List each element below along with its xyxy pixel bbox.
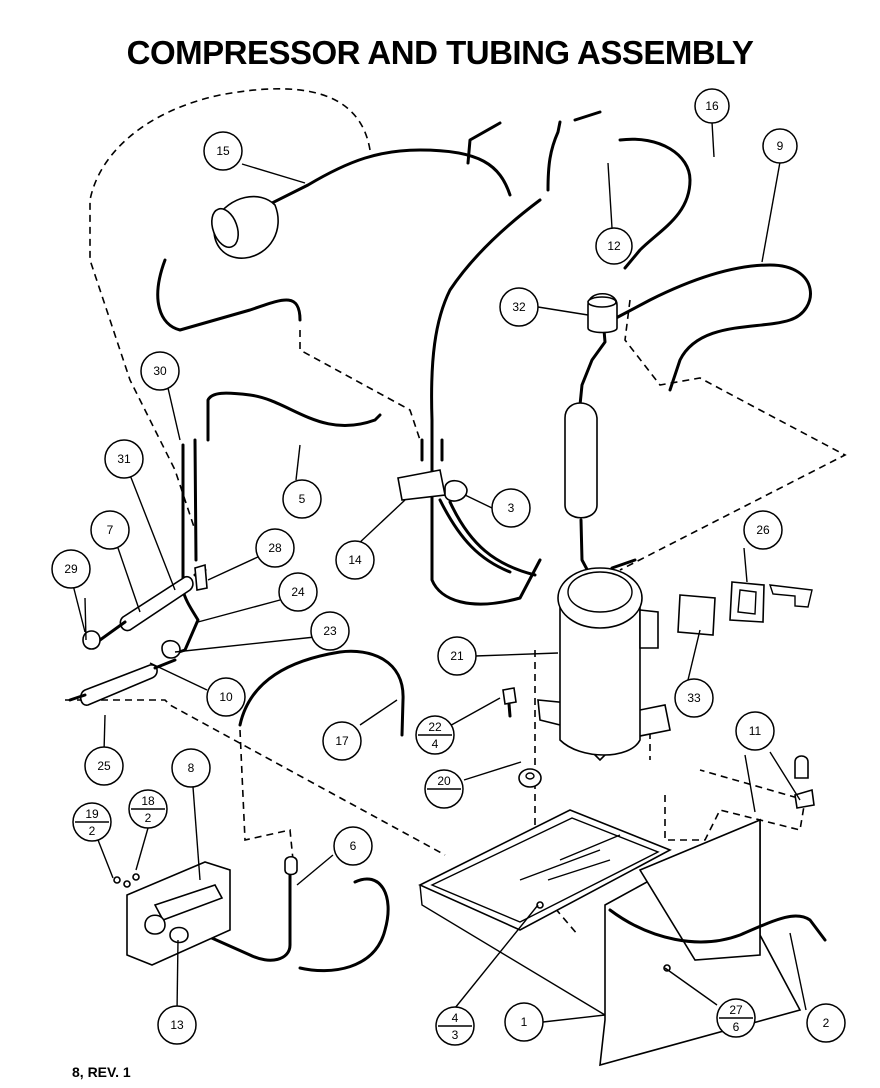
part-8-bracket bbox=[113, 861, 231, 966]
callout-label: 4 bbox=[452, 1011, 459, 1025]
callout-c18-2: 182 bbox=[128, 789, 168, 829]
callout-c32: 32 bbox=[499, 287, 539, 327]
callout-label: 21 bbox=[450, 649, 464, 663]
callout-c31: 31 bbox=[104, 439, 144, 479]
callout-label: 30 bbox=[153, 364, 167, 378]
callout-label: 22 bbox=[428, 720, 442, 734]
callout-qty: 3 bbox=[452, 1028, 459, 1042]
callout-label: 26 bbox=[756, 523, 770, 537]
callout-c19-2: 192 bbox=[72, 802, 112, 842]
callout-c16: 16 bbox=[694, 88, 730, 124]
mount-hardware bbox=[502, 687, 542, 788]
callout-label: 14 bbox=[348, 553, 362, 567]
callout-c11: 11 bbox=[735, 711, 775, 751]
left-components bbox=[68, 438, 208, 706]
callout-c7: 7 bbox=[90, 510, 130, 550]
part-11-switch bbox=[794, 755, 815, 809]
callout-c15: 15 bbox=[203, 131, 243, 171]
callout-label: 24 bbox=[291, 585, 305, 599]
diagram-title: COMPRESSOR AND TUBING ASSEMBLY bbox=[126, 34, 754, 71]
callout-c17: 17 bbox=[322, 721, 362, 761]
callout-c33: 33 bbox=[674, 678, 714, 718]
callout-label: 5 bbox=[299, 492, 306, 506]
callout-c22-4: 224 bbox=[415, 715, 455, 755]
part-14-valve bbox=[397, 436, 537, 577]
part-15-muffler bbox=[211, 195, 279, 259]
callout-label: 27 bbox=[729, 1003, 743, 1017]
part-32-switch bbox=[587, 292, 618, 334]
callout-label: 7 bbox=[107, 523, 114, 537]
callout-label: 6 bbox=[350, 839, 357, 853]
callout-c2: 2 bbox=[806, 1003, 846, 1043]
part-20-compressor bbox=[537, 558, 671, 762]
callout-c1: 1 bbox=[504, 1002, 544, 1042]
tubing-lower bbox=[203, 649, 405, 973]
callout-qty: 6 bbox=[733, 1020, 740, 1034]
cover-parts bbox=[677, 581, 813, 636]
callout-label: 1 bbox=[521, 1015, 528, 1029]
callout-c9: 9 bbox=[762, 128, 798, 164]
callout-c30: 30 bbox=[140, 351, 180, 391]
callout-c21-4: 20 bbox=[424, 769, 464, 809]
callout-label: 16 bbox=[705, 99, 719, 113]
callout-label: 12 bbox=[607, 239, 621, 253]
callout-c4-3: 43 bbox=[435, 1006, 475, 1046]
callout-label: 18 bbox=[141, 794, 155, 808]
part-1-base-pan bbox=[418, 809, 827, 1067]
callout-label: 10 bbox=[219, 690, 233, 704]
callout-label: 17 bbox=[335, 734, 349, 748]
callout-c20: 21 bbox=[437, 636, 477, 676]
callout-label: 25 bbox=[97, 759, 111, 773]
callout-c26: 26 bbox=[743, 510, 783, 550]
callout-label: 20 bbox=[437, 774, 451, 788]
callout-qty: 2 bbox=[89, 824, 96, 838]
revision-note: 8, REV. 1 bbox=[72, 1064, 131, 1080]
callout-c3: 3 bbox=[491, 488, 531, 528]
callout-c14: 14 bbox=[335, 540, 375, 580]
callout-label: 2 bbox=[823, 1016, 830, 1030]
callout-c25: 25 bbox=[84, 746, 124, 786]
callout-label: 32 bbox=[512, 300, 526, 314]
leader-lines bbox=[72, 121, 807, 1023]
callout-label: 33 bbox=[687, 691, 701, 705]
callout-label: 23 bbox=[323, 624, 337, 638]
callout-label: 9 bbox=[777, 139, 784, 153]
callout-c27-6: 276 bbox=[716, 998, 756, 1038]
callout-c8: 8 bbox=[171, 748, 211, 788]
callout-label: 29 bbox=[64, 562, 78, 576]
callout-c24: 24 bbox=[278, 572, 318, 612]
callout-c13: 13 bbox=[157, 1005, 197, 1045]
callout-c29: 29 bbox=[51, 549, 91, 589]
accumulator bbox=[564, 402, 598, 577]
callout-c6: 6 bbox=[333, 826, 373, 866]
callout-qty: 4 bbox=[432, 737, 439, 751]
callout-label: 13 bbox=[170, 1018, 184, 1032]
callout-c10: 10 bbox=[206, 677, 246, 717]
callout-c5: 5 bbox=[282, 479, 322, 519]
callout-label: 11 bbox=[749, 724, 762, 738]
callout-label: 28 bbox=[268, 541, 282, 555]
callout-c23: 23 bbox=[310, 611, 350, 651]
callout-label: 3 bbox=[508, 501, 515, 515]
callout-qty: 2 bbox=[145, 811, 152, 825]
callout-label: 19 bbox=[85, 807, 99, 821]
callout-label: 15 bbox=[216, 144, 230, 158]
callout-label: 31 bbox=[117, 452, 131, 466]
callout-label: 8 bbox=[188, 761, 195, 775]
callout-c28: 28 bbox=[255, 528, 295, 568]
tubing-upper bbox=[156, 110, 812, 606]
callout-c12: 12 bbox=[595, 227, 633, 265]
